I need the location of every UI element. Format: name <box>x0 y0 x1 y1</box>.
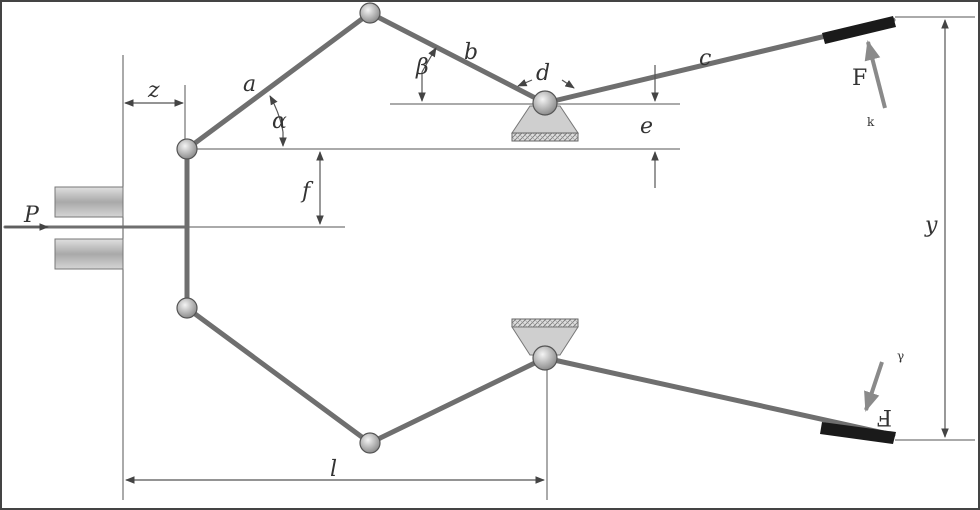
link-b-lower <box>367 355 548 446</box>
joint-input-upper <box>176 138 198 160</box>
label-gamma: γ <box>897 349 904 363</box>
label-a: a <box>243 72 256 97</box>
label-P: P <box>23 203 40 228</box>
force-arrow-lower <box>864 361 884 412</box>
pivot-joint-lower <box>532 345 558 371</box>
link-a-upper <box>184 10 373 152</box>
joint-bottom-apex <box>359 432 381 454</box>
dimensions <box>124 19 949 484</box>
gripper-pad-lower <box>820 422 896 444</box>
label-alpha: α <box>272 109 287 134</box>
joint-input-lower <box>176 297 198 319</box>
label-l: l <box>330 457 337 482</box>
label-F-lower: F <box>877 404 892 429</box>
label-k: k <box>867 115 875 129</box>
link-c-lower <box>542 355 896 438</box>
gripper-pad-upper <box>822 16 896 44</box>
guide-block-upper <box>54 186 124 218</box>
label-y: y <box>924 213 938 238</box>
label-F-upper: F <box>852 66 867 91</box>
link-b-upper <box>367 10 548 106</box>
label-b: b <box>464 40 478 65</box>
label-e: e <box>640 114 653 139</box>
pivot-joint-upper <box>532 90 558 116</box>
force-arrow-upper <box>864 40 887 109</box>
label-z: z <box>147 78 160 103</box>
label-f: f <box>300 179 314 204</box>
guide-block-lower <box>54 238 124 270</box>
label-d: d <box>536 61 550 86</box>
pivot-support-lower <box>511 318 579 356</box>
link-a-lower <box>184 305 373 446</box>
guide-blocks <box>54 186 124 270</box>
joint-top-apex <box>359 2 381 24</box>
label-beta: β <box>415 55 429 80</box>
label-c: c <box>699 46 711 71</box>
